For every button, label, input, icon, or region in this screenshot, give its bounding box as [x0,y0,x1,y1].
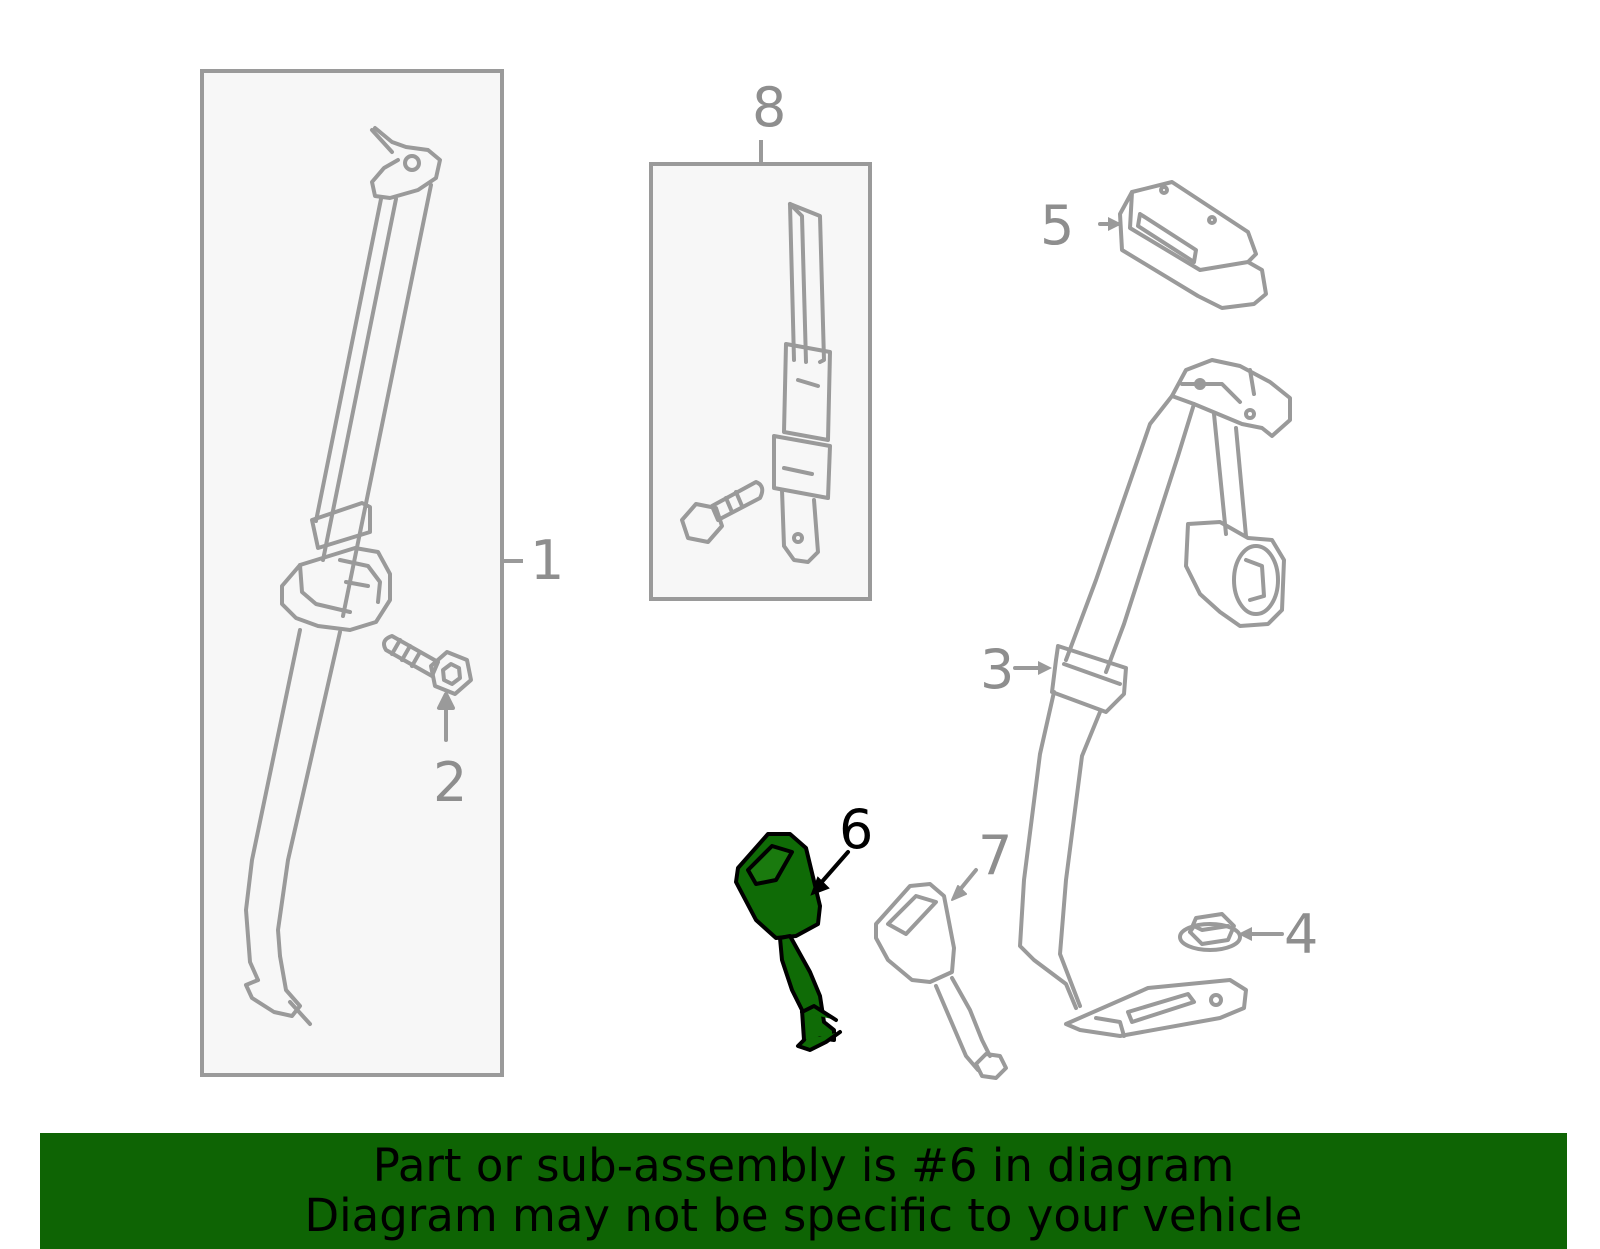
part-1-assembly-box [200,69,523,1077]
part-8-kit-box [649,140,872,601]
part-1-seat-belt [244,126,442,1026]
callout-2[interactable]: 2 [433,751,467,814]
part-4-nut [1178,912,1284,952]
callout-8[interactable]: 8 [752,76,786,139]
part-3-belt [1013,358,1292,1038]
callout-5[interactable]: 5 [1040,194,1074,257]
callout-7[interactable]: 7 [978,824,1012,887]
info-banner-bg [40,1133,1567,1249]
part-7-buckle [874,868,1008,1080]
callout-1[interactable]: 1 [530,529,564,592]
callout-6-arrow [810,850,850,896]
part-5-cover [1098,180,1268,310]
info-banner: Part or sub-assembly is #6 in diagram Di… [40,1133,1567,1249]
part-6-buckle-highlighted[interactable] [734,832,842,1052]
banner-line-disclaimer: Diagram may not be specific to your vehi… [304,1189,1303,1242]
part-8-belt [680,202,832,564]
callout-3[interactable]: 3 [980,638,1014,701]
part-2-bolt [382,634,473,742]
callout-4[interactable]: 4 [1284,903,1318,966]
callout-6[interactable]: 6 [839,798,873,861]
banner-line-part: Part or sub-assembly is #6 in diagram [372,1139,1235,1192]
